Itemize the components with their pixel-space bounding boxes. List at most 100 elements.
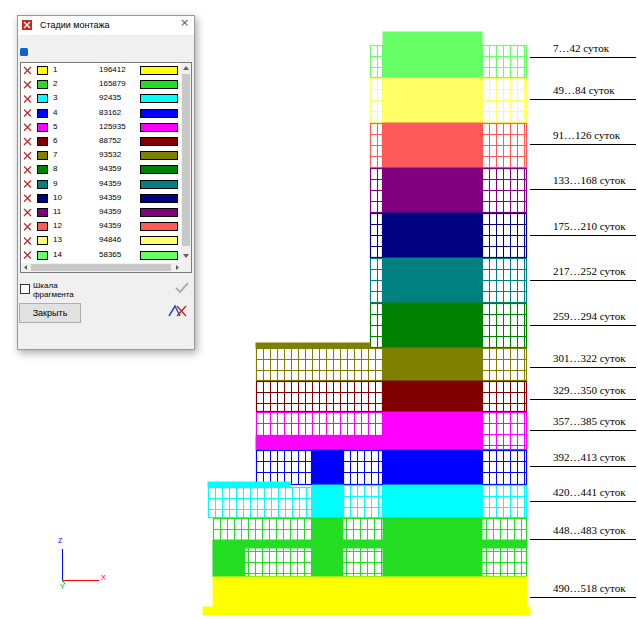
- floor-slab: [213, 548, 245, 577]
- floor-slab: [383, 485, 482, 518]
- scroll-arrow: [183, 66, 189, 258]
- floor-grid: [370, 303, 383, 348]
- floor-grid: [370, 45, 383, 78]
- floor-slab: [256, 343, 370, 348]
- row-edit-icon: [24, 181, 31, 188]
- row-edit-icon: [24, 195, 31, 202]
- floor-grid: [370, 213, 383, 258]
- app-icon-mark: [24, 22, 30, 28]
- floor-grid: [482, 213, 527, 258]
- floor-grid: [256, 450, 312, 485]
- stage-duration: 217…252 суток: [553, 265, 626, 278]
- scrollbar-thumb: [182, 74, 190, 246]
- floor-frame: [483, 382, 527, 412]
- stage-duration: 448…483 суток: [553, 524, 626, 537]
- apply-checkmark: [176, 283, 188, 292]
- leader-line: [530, 367, 636, 368]
- dialog-window: ЗакрытьСтадии монтажа: [17, 15, 195, 350]
- floor-frame: [371, 304, 383, 348]
- stage-duration: 448…483 суток: [553, 524, 626, 537]
- stage-duration: 49…84 суток: [553, 84, 615, 97]
- floor-frame: [483, 304, 527, 348]
- stage-duration: 420…441 суток: [553, 486, 626, 499]
- leader-line: [530, 99, 636, 100]
- floor-frame: [483, 214, 527, 258]
- stage-duration: 49…84 суток: [553, 84, 615, 97]
- floor-slab: [383, 303, 482, 348]
- stage-duration: 91…126 суток: [553, 129, 620, 142]
- row-edit-icon: [24, 81, 31, 88]
- scrollbar-track: [21, 263, 191, 272]
- axis-label: X: [101, 574, 106, 582]
- axis-label: Y: [60, 583, 65, 591]
- row-edit-icon: [24, 166, 31, 173]
- floor-grid: [256, 412, 383, 436]
- floor-frame: [483, 124, 527, 168]
- stage-duration: 357…385 суток: [553, 415, 626, 428]
- stage-duration: 490…518 суток: [553, 582, 626, 595]
- scroll-arrow: [24, 265, 179, 270]
- view-icon-red: [177, 306, 186, 316]
- floor-slab: [383, 123, 482, 168]
- floor-grid: [256, 381, 383, 412]
- floor-grid: [482, 381, 527, 412]
- row-edit-icon: [24, 223, 31, 230]
- stage-duration: 392…413 суток: [553, 451, 626, 464]
- floor-frame: [483, 486, 527, 518]
- floor-slab: [256, 436, 383, 450]
- axis-x: [62, 580, 99, 581]
- floor-grid: [482, 45, 527, 78]
- floor-frame: [344, 451, 383, 485]
- stage-duration: 7…42 суток: [553, 42, 609, 55]
- row-edit-icon: [24, 67, 31, 74]
- floor-grid: [370, 78, 383, 123]
- stage-duration: 133…168 суток: [553, 174, 626, 187]
- stage-duration: 175…210 суток: [553, 220, 626, 233]
- floor-grid: [482, 78, 527, 123]
- floor-frame: [257, 349, 383, 381]
- floor-frame: [483, 46, 527, 78]
- row-edit-icon: [24, 152, 31, 159]
- stage-duration: 7…42 суток: [553, 42, 609, 55]
- close-button: Закрыть: [19, 303, 81, 323]
- row-edit-icon: [24, 209, 31, 216]
- floor-frame: [483, 259, 527, 303]
- floor-slab: [312, 518, 343, 577]
- leader-line: [530, 325, 636, 326]
- floor-grid: [482, 303, 527, 348]
- leader-line: [530, 430, 636, 431]
- floor-grid: [370, 168, 383, 213]
- floor-frame: [371, 124, 383, 168]
- floor-slab: [383, 381, 482, 412]
- leader-line: [530, 501, 636, 502]
- floor-frame: [483, 413, 527, 450]
- axis-y: [62, 580, 65, 584]
- row-edit-icon: [24, 95, 31, 102]
- axis-z: [62, 549, 63, 580]
- leader-line: [530, 144, 636, 145]
- floor-frame: [257, 413, 383, 436]
- floor-frame: [371, 46, 383, 78]
- floor-slab: [383, 450, 482, 485]
- floor-grid: [343, 450, 383, 485]
- building-floors: [203, 32, 530, 615]
- scrollbar-thumb: [31, 264, 171, 271]
- floor-frame: [214, 519, 527, 577]
- floor-grid: [208, 487, 312, 518]
- leader-line: [530, 57, 636, 58]
- floor-grid: [343, 485, 383, 518]
- floor-slab: [383, 78, 482, 123]
- axis-label: Z: [58, 537, 62, 545]
- floor-frame: [257, 451, 312, 485]
- stage-duration: 392…413 суток: [553, 451, 626, 464]
- floor-grid: [482, 412, 527, 450]
- window-title: Стадии монтажа: [40, 20, 216, 30]
- scrollbar-track: [181, 63, 191, 263]
- floor-slab: [383, 32, 482, 78]
- floor-slab: [383, 213, 482, 258]
- axis-label: X: [101, 574, 106, 582]
- stage-duration: 420…441 суток: [553, 486, 626, 499]
- floor-slab: [312, 485, 343, 518]
- floor-slab: [383, 412, 482, 450]
- leader-line: [530, 280, 636, 281]
